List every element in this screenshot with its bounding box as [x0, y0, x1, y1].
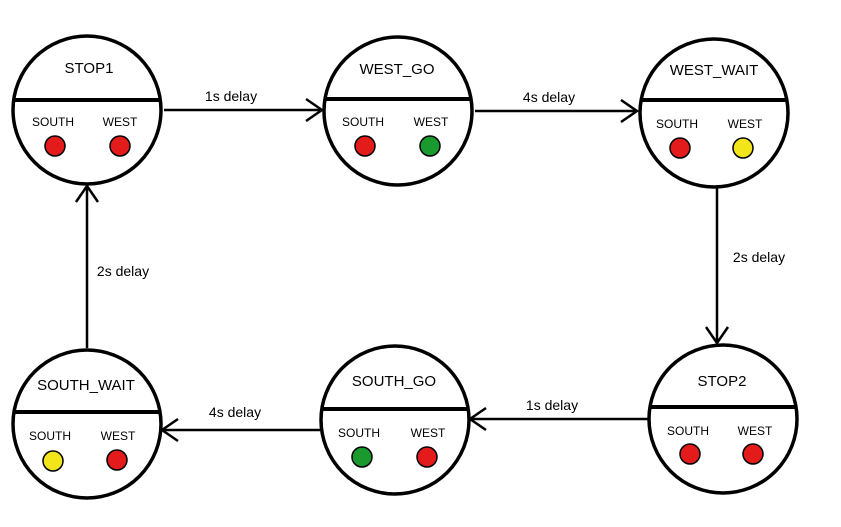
west-label: WEST [103, 115, 138, 129]
south-light [44, 135, 66, 157]
state-name: SOUTH_WAIT [37, 377, 135, 394]
south-label: SOUTH [29, 429, 71, 443]
south-light [42, 450, 64, 472]
south-label: SOUTH [338, 426, 380, 440]
west-light [742, 443, 764, 465]
south-light [679, 443, 701, 465]
south-light [351, 446, 373, 468]
label-stop1-to-west-go: 1s delay [205, 88, 257, 104]
west-light [419, 135, 441, 157]
state-name: STOP1 [65, 60, 114, 77]
state-west-wait: WEST_WAIT SOUTH WEST [638, 37, 790, 189]
state-name: WEST_WAIT [670, 62, 759, 79]
state-name: SOUTH_GO [352, 373, 436, 390]
state-stop1: STOP1 SOUTH WEST [11, 34, 163, 186]
west-light [732, 137, 754, 159]
west-light [416, 446, 438, 468]
south-label: SOUTH [32, 115, 74, 129]
label-south-go-to-south-wait: 4s delay [209, 404, 261, 420]
transition-west-go-to-west-wait [475, 98, 640, 124]
state-name: STOP2 [698, 373, 747, 390]
state-name: WEST_GO [359, 61, 434, 78]
south-label: SOUTH [656, 117, 698, 131]
west-label: WEST [101, 429, 136, 443]
south-label: SOUTH [667, 424, 709, 438]
west-label: WEST [738, 424, 773, 438]
west-light [109, 135, 131, 157]
west-light [106, 449, 128, 471]
label-west-go-to-west-wait: 4s delay [523, 89, 575, 105]
label-west-wait-to-stop2: 2s delay [733, 249, 785, 265]
state-stop2: STOP2 SOUTH WEST [647, 343, 799, 495]
state-south-go: SOUTH_GO SOUTH WEST [319, 344, 471, 496]
state-west-go: WEST_GO SOUTH WEST [322, 35, 474, 187]
transition-west-wait-to-stop2 [704, 188, 730, 346]
west-label: WEST [411, 426, 446, 440]
transition-south-go-to-south-wait [159, 417, 320, 443]
south-light [669, 137, 691, 159]
state-south-wait: SOUTH_WAIT SOUTH WEST [11, 348, 163, 500]
west-label: WEST [728, 117, 763, 131]
label-stop2-to-south-go: 1s delay [526, 397, 578, 413]
south-label: SOUTH [342, 115, 384, 129]
west-label: WEST [414, 115, 449, 129]
south-light [354, 135, 376, 157]
label-south-wait-to-stop1: 2s delay [97, 263, 149, 279]
transition-stop1-to-west-go [164, 97, 325, 123]
transition-south-wait-to-stop1 [74, 183, 100, 348]
